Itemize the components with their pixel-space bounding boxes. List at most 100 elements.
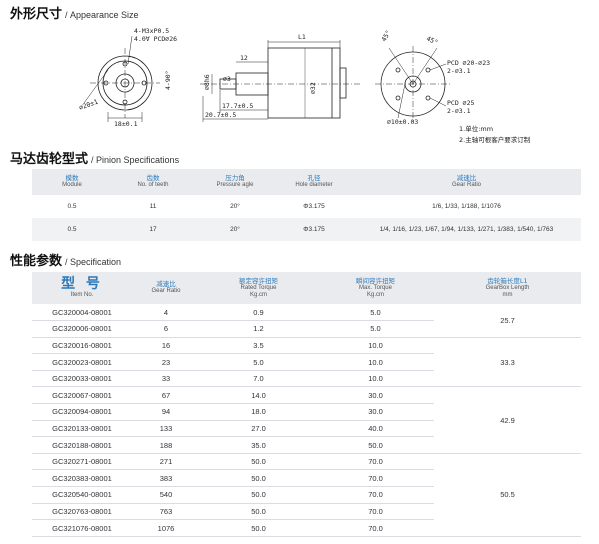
table-cell: 23 (132, 353, 200, 371)
table-cell: 188 (132, 436, 200, 454)
table-cell: GC320271-08001 (32, 453, 132, 471)
header-label: 瞬间容许扭矩 (356, 276, 395, 285)
header-label: Gear Ratio (151, 288, 181, 295)
table-cell: 7.0 (200, 370, 317, 388)
pinion-title-zh: 马达齿轮型式 (10, 152, 89, 167)
table-cell: 50.0 (317, 436, 434, 454)
table-cell: 70.0 (317, 486, 434, 504)
label-pcd25: PCD ∅25 (447, 99, 474, 107)
header-label: Max. Torque (359, 284, 392, 291)
table-cell: GC320763-08001 (32, 503, 132, 521)
appearance-drawing: 4-M3xP0.5 4.0∀ PCD∅26 ∅20±1 4-90° 18±0.1… (78, 27, 531, 144)
header-label: No. of teeth (137, 182, 169, 189)
header-label: 型 号 (61, 276, 103, 292)
table-cell: 20° (194, 218, 276, 241)
spec-title-zh: 性能参数 (10, 254, 63, 269)
label-h31a: 2-∅3.1 (447, 67, 471, 75)
header-label: Kg.cm (249, 291, 267, 298)
table-cell: 11 (112, 195, 194, 218)
label-d3: ∅3 (223, 75, 231, 83)
table-cell: GC320094-08001 (32, 403, 132, 421)
appearance-title-zh: 外形尺寸 (10, 7, 63, 22)
table-cell: GC321076-08001 (32, 519, 132, 537)
table-cell: 1076 (132, 519, 200, 537)
table-cell: 30.0 (317, 386, 434, 405)
table-cell: 50.0 (200, 503, 317, 521)
table-cell: 50.0 (200, 486, 317, 504)
header-label: 减速比 (456, 173, 477, 182)
table-cell: 0.9 (200, 304, 317, 322)
table-cell: Φ3.175 (276, 218, 352, 241)
table-cell: GC320188-08001 (32, 436, 132, 454)
table-cell: GC320067-08001 (32, 386, 132, 405)
table-cell: GC320006-08001 (32, 320, 132, 338)
header-label: Pressure agle (216, 182, 254, 189)
label-d20: ∅20±1 (78, 98, 99, 112)
table-cell: 1/4, 1/16, 1/23, 1/67, 1/94, 1/133, 1/27… (352, 218, 581, 241)
table-cell: 70.0 (317, 453, 434, 471)
table-cell: 133 (132, 420, 200, 438)
header-label: mm (502, 291, 513, 298)
table-cell: 33 (132, 370, 200, 388)
table-cell: 50.0 (200, 519, 317, 537)
length-cell: 42.9 (434, 386, 581, 454)
label-screw: 4-M3xP0.5 (134, 27, 169, 35)
label-angle: 4-90° (164, 70, 172, 90)
header-label: Gear Ratio (451, 182, 481, 189)
table-cell: 50.0 (200, 469, 317, 488)
header-label: 压力角 (225, 173, 245, 182)
header-label: Rated Torque (240, 284, 277, 291)
table-cell: GC320540-08001 (32, 486, 132, 504)
table-cell: 27.0 (200, 420, 317, 438)
header-label: Hole diameter (295, 182, 333, 189)
label-d10: ∅10±0.03 (387, 118, 418, 126)
table-cell: 94 (132, 403, 200, 421)
pinion-section-title: 马达齿轮型式/ Pinion Specifications (10, 148, 179, 167)
label-l17: 17.7±0.5 (222, 102, 253, 110)
header-label: 减速比 (156, 280, 176, 289)
label-pcd26: 4.0∀ PCD∅26 (134, 35, 177, 43)
table-cell: 70.0 (317, 469, 434, 488)
table-cell: 540 (132, 486, 200, 504)
table-cell: 0.5 (32, 218, 112, 241)
table-row: 0.5 11 20° Φ3.175 1/6, 1/33, 1/188, 1/10… (32, 195, 581, 218)
table-cell: GC320383-08001 (32, 469, 132, 488)
table-cell: GC320033-08001 (32, 370, 132, 388)
table-cell: 3.5 (200, 337, 317, 355)
table-cell: 763 (132, 503, 200, 521)
table-cell: Φ3.175 (276, 195, 352, 218)
label-d8: ∅8h6 (203, 74, 211, 90)
table-cell: 18.0 (200, 403, 317, 421)
table-cell: GC320016-08001 (32, 337, 132, 355)
length-cell: 25.7 (434, 304, 581, 338)
label-h31b: 2-∅3.1 (447, 107, 471, 115)
table-cell: 20° (194, 195, 276, 218)
header-label: Item No. (70, 292, 94, 299)
header-label: 齿数 (146, 173, 160, 182)
spec-title-en: / Specification (65, 257, 122, 267)
table-row: 0.5 17 20° Φ3.175 1/4, 1/16, 1/23, 1/67,… (32, 218, 581, 241)
length-cell: 33.3 (434, 337, 581, 388)
table-cell: GC320004-08001 (32, 304, 132, 322)
table-cell: 70.0 (317, 503, 434, 521)
